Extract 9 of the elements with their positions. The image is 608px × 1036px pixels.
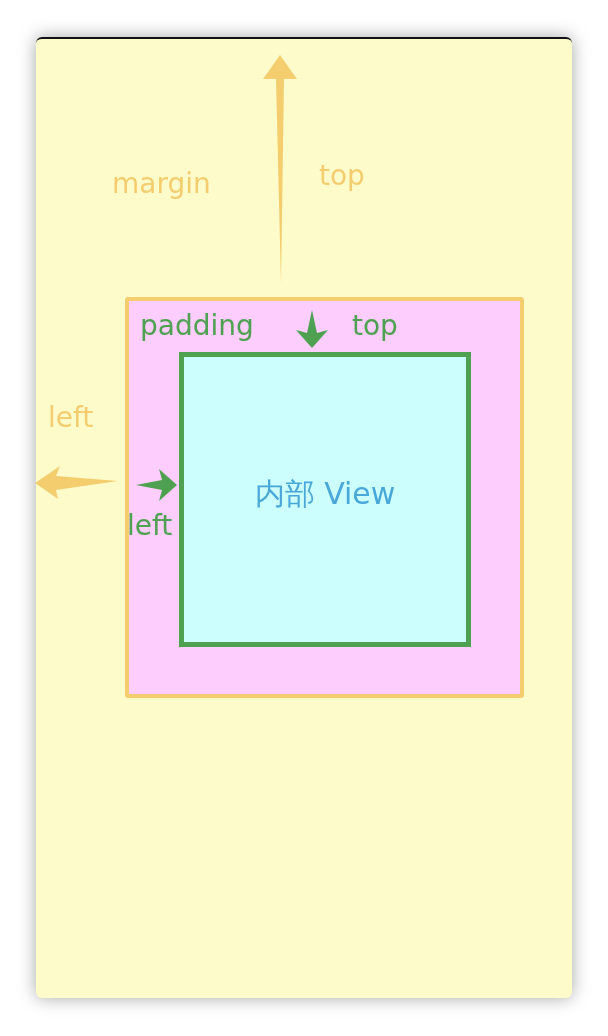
text-label: top [319, 159, 365, 193]
padding-box [125, 297, 524, 698]
text-label: top [352, 309, 398, 343]
text-label: margin [112, 167, 211, 201]
text-label: left [48, 401, 94, 435]
text-label: padding [140, 309, 254, 343]
text-label: left [127, 509, 173, 543]
box-title: 内部 View [254, 475, 396, 513]
inner-view-box [179, 352, 471, 647]
